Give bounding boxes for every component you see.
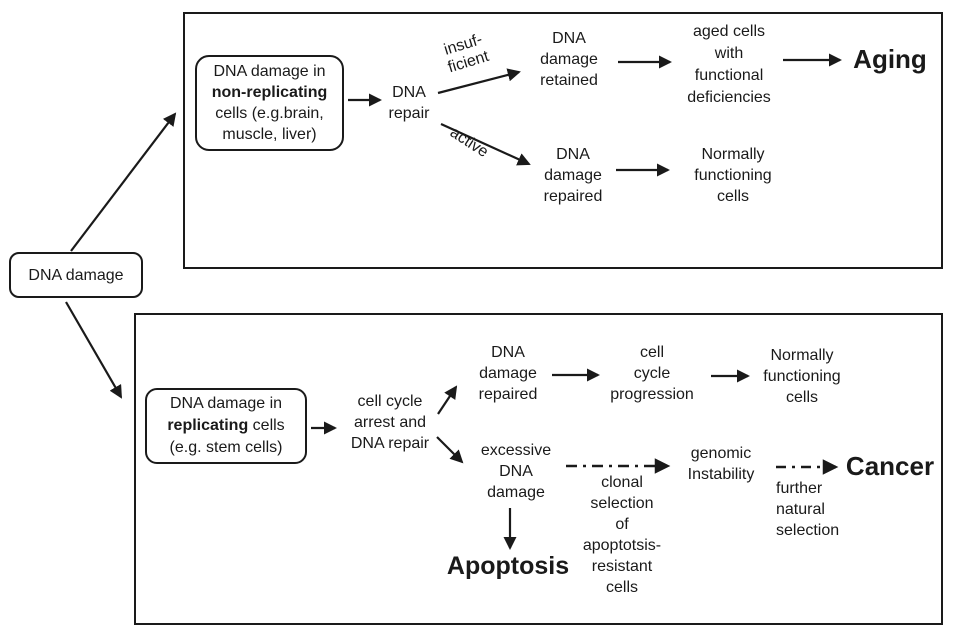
replicating-line2: replicating cells <box>167 417 285 434</box>
non-replicating-line1: DNA damage in <box>213 63 326 80</box>
aging-label: Aging <box>853 44 927 74</box>
dna-damage-repaired-bottom-label: DNA damage repaired <box>478 344 538 403</box>
arrow-insufficient <box>437 68 521 95</box>
apoptosis-label: Apoptosis <box>446 552 570 580</box>
cancer-label: Cancer <box>845 451 935 481</box>
non-replicating-panel <box>183 12 943 269</box>
arrow-active <box>440 122 531 166</box>
replicating-panel <box>134 313 943 625</box>
arrow-cellcycle-to-repaired <box>437 385 458 415</box>
clonal-selection-label: clonal selection of apoptotsis- resistan… <box>582 474 662 596</box>
dna-damage-box: DNA damage <box>9 252 143 298</box>
dna-damage-repaired-top-label: DNA damage repaired <box>543 146 603 205</box>
dna-damage-retained-label: DNA damage retained <box>540 30 598 89</box>
arrow-root-to-top-panel <box>70 112 177 252</box>
excessive-dna-damage-label: excessive DNA damage <box>480 442 552 501</box>
normally-functioning-cells-bottom-label: Normally functioning cells <box>763 347 841 406</box>
normally-functioning-cells-top-label: Normally functioning cells <box>694 146 772 205</box>
arrow-root-to-bottom-panel <box>65 301 122 399</box>
replicating-line1: DNA damage in <box>169 395 283 412</box>
cell-cycle-progression-label: cell cycle progression <box>610 344 694 403</box>
replicating-cells-box: DNA damage in replicating cells (e.g. st… <box>145 388 307 464</box>
non-replicating-cells-box: DNA damage in non-replicating cells (e.g… <box>195 55 344 151</box>
genomic-instability-label: genomic Instability <box>687 445 755 483</box>
non-replicating-line4: muscle, liver) <box>222 126 317 143</box>
further-natural-selection-label: further natural selection <box>776 480 840 539</box>
replicating-line3: (e.g. stem cells) <box>169 439 283 456</box>
non-replicating-line3: cells (e.g.brain, <box>215 105 324 122</box>
dna-repair-label: DNA repair <box>388 84 430 122</box>
non-replicating-line2: non-replicating <box>211 84 328 101</box>
cell-cycle-arrest-label: cell cycle arrest and DNA repair <box>350 393 430 452</box>
aged-cells-label: aged cells with functional deficiencies <box>687 23 771 106</box>
dna-damage-box-label: DNA damage <box>28 266 124 284</box>
arrow-cellcycle-to-excessive <box>436 436 464 464</box>
